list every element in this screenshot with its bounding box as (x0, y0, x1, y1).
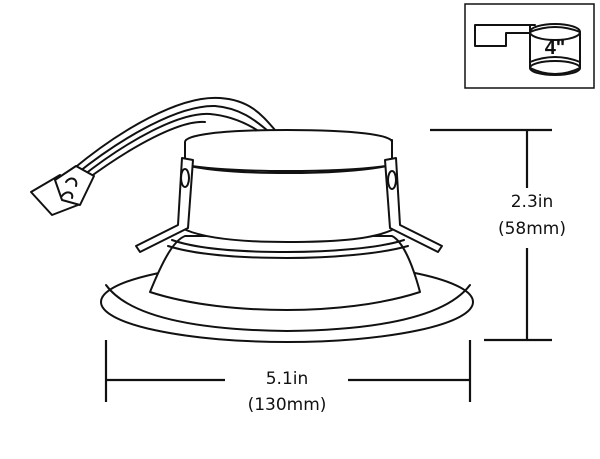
height-imperial-label: 2.3in (511, 192, 554, 212)
width-dimension (104, 340, 472, 402)
size-badge: 4" (464, 3, 595, 89)
recessed-downlight-drawing (30, 96, 474, 343)
height-dimension (430, 128, 552, 342)
height-metric-label: (58mm) (498, 219, 566, 239)
mounting-clip-right (384, 157, 443, 253)
wire-leads (71, 96, 276, 181)
mounting-clip-left (135, 157, 194, 253)
wire-connector (30, 165, 95, 216)
housing-body (184, 129, 393, 243)
recessed-can-housing-icon (474, 23, 581, 76)
trim-flange (100, 235, 474, 343)
size-badge-label: 4" (545, 37, 566, 59)
width-imperial-label: 5.1in (266, 369, 309, 389)
width-metric-label: (130mm) (248, 395, 327, 415)
